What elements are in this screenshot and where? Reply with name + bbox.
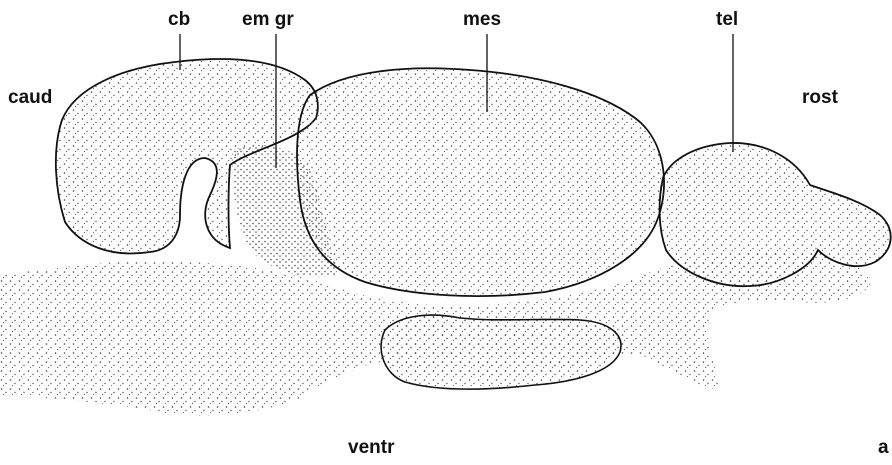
- optic-tectum: [297, 68, 664, 296]
- label-em-gr: em gr: [242, 10, 294, 29]
- label-corner: a: [878, 438, 889, 457]
- label-tel: tel: [716, 10, 738, 29]
- label-cb: cb: [168, 10, 190, 29]
- label-rost: rost: [802, 88, 838, 107]
- label-ventr: ventr: [348, 438, 394, 457]
- telencephalon: [660, 143, 891, 286]
- hypothalamic-lobe: [381, 315, 621, 389]
- label-caud: caud: [8, 88, 52, 107]
- label-mes: mes: [463, 10, 501, 29]
